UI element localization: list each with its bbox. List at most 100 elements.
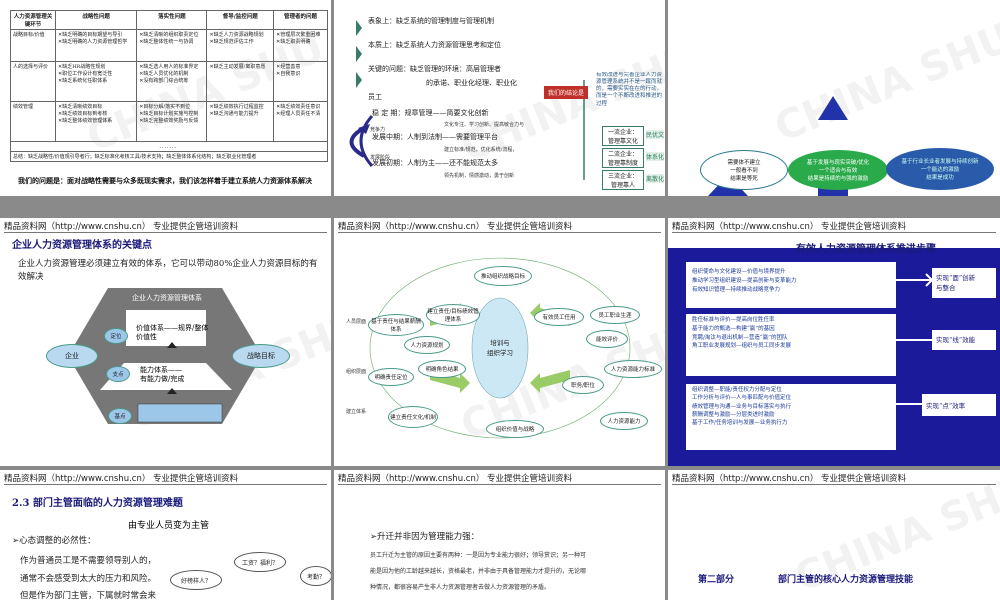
cycle-node: 能效评价 xyxy=(586,330,628,348)
key-text-3: 员工 xyxy=(368,93,382,101)
slide-header: 精品资料网（http://www.cnshu.cn） 专业提供企管培训资料 xyxy=(4,474,239,484)
col-header: 落实性问题 xyxy=(136,10,208,30)
table-cell: 人的选择与评价 xyxy=(10,61,56,102)
cycle-node: 基于责任与结果薪酬体系 xyxy=(368,314,424,336)
cycle-node: 员工职业生涯 xyxy=(590,306,640,324)
stage-box-1: 一流企业： 管理靠文化 xyxy=(602,126,644,146)
slide-subtitle: 由专业人员变为主管 xyxy=(128,521,210,531)
stable-sub: 文化专注、学习创新、提高敏合力与 xyxy=(444,122,525,128)
cycle-node: 人力资源能力标准 xyxy=(604,360,662,378)
base-label: 基点 xyxy=(108,408,132,424)
center-node: 培训与 组织学习 xyxy=(487,339,513,357)
point-heading: ➢升迁并非因为管理能力强： xyxy=(370,532,480,542)
step-block-2: 胜任标准与评价—提高岗位胜任率 基于能力的甄选—构建“赢”的基因 竞聘/淘汰与退… xyxy=(692,317,792,350)
table-cell: ✕缺乏选人用人的标准界定 ✕缺乏人员优化的机制 ✕没有跨部门综合统筹 xyxy=(136,61,208,102)
col-header: 督导/监控问题 xyxy=(206,10,275,30)
cycle-node: 组织价值与战略 xyxy=(486,420,544,438)
ellipse-mid: 基于发展与现实突破/优化 一个适合与有效 结果是持续的与强的激励 xyxy=(788,150,888,190)
cycle-node: 职务/职位 xyxy=(562,376,604,394)
slide-8[interactable]: 精品资料网（http://www.cnshu.cn） 专业提供企管培训资料 ➢升… xyxy=(334,470,665,600)
table-cell: ✕缺乏清晰的组织职责定位 ✕缺乏整体性统一与协调 xyxy=(136,29,208,62)
header-rule xyxy=(4,232,327,233)
slide-6[interactable]: 精品资料网（http://www.cnshu.cn） 专业提供企管培训资料 有效… xyxy=(668,218,1000,466)
slide-header: 精品资料网（http://www.cnshu.cn） 专业提供企管培训资料 xyxy=(4,222,239,232)
table-cell: ✕缺乏主动发展/离职意愿 xyxy=(206,61,275,102)
side-label: 建立体系 xyxy=(346,409,367,415)
growth-stage: 发展中期：人制到法制——需要管理平台 xyxy=(372,133,498,141)
cycle-node: 建立责任/目标绩效管理体系 xyxy=(426,304,480,326)
growth-sub: 建立标准/规范，优化系统/流程， xyxy=(444,147,518,153)
cycle-node: 人力资源规划 xyxy=(404,336,450,354)
stage-tag-3: 离散化 xyxy=(646,174,665,183)
stage-tag-2: 体系化 xyxy=(646,152,665,161)
side-label: 人员层面 xyxy=(346,319,367,325)
table-cell: ✕缺乏HR战略性规划 ✕职位工作设计有宽泛性 ✕缺乏系统化任职体系 xyxy=(54,61,138,102)
key-text: 关键的问题：缺乏管理的环境：高层管理者 xyxy=(368,65,501,73)
col-header: 战略性问题 xyxy=(54,10,138,30)
thought-bubble: 考勤？ xyxy=(300,566,331,586)
company-ellipse: 企业 xyxy=(46,344,98,368)
goal-ellipse: 战略目标 xyxy=(232,344,290,368)
part-title: 部门主管的核心人力资源管理技能 xyxy=(778,575,914,585)
paragraph-line: 能是因为他的工龄越来越长，资格最老，并非由于具备管理能力才提升的，无论哪 xyxy=(370,568,587,575)
header-rule xyxy=(672,484,996,485)
slide-header: 精品资料网（http://www.cnshu.cn） 专业提供企管培训资料 xyxy=(338,474,573,484)
step-block-3: 组织调整—职能/责任权力分配与定位 工作分析与评价—人与事匹配与价值定位 绩效管… xyxy=(692,387,792,426)
part-label: 第二部分 xyxy=(698,575,735,585)
paragraph-line: 作为普通员工是不需要领导别人的， xyxy=(20,556,157,566)
paragraph-line: 通常不会感受到太大的压力和风险。 xyxy=(20,574,157,584)
value-system: 价值体系——规界/整体 价值性 xyxy=(136,324,209,342)
table-cell: ✕目标分解/落实不到位 ✕缺乏目标计划实施与控制 ✕缺乏完整绩效奖励与反馈 xyxy=(136,101,208,142)
bottom-conclusion: 我们的问题是：面对战略性需要与众多既现实需求，我们该怎样着手建立系统人力资源体系… xyxy=(18,176,312,185)
slide-title: 企业人力资源管理体系的关键点 xyxy=(12,240,152,251)
slide-title: 有效人力资源管理体系推进步骤 xyxy=(796,244,936,255)
header-rule xyxy=(338,484,661,485)
red-conclusion-tag: 我们的结论是 xyxy=(544,86,589,99)
table-cell: ✕经营善意 ✕自我意识 xyxy=(273,61,328,102)
table-cell: 战略目标/价值 xyxy=(10,29,56,62)
surface-text: 表象上：缺乏系统的管理制度与管理机制 xyxy=(368,17,494,25)
dev-label: 发展阶段 xyxy=(370,155,391,161)
stage-box-2: 二流企业： 管理靠制度 xyxy=(602,148,644,168)
cycle-node: 推动组织战略目标 xyxy=(474,266,532,286)
slide-header: 精品资料网（http://www.cnshu.cn） 专业提供企管培训资料 xyxy=(338,222,573,232)
table-cell: ✕缺乏绩效责任意识 ✕经理人员责任不清 xyxy=(273,101,328,142)
slide-title: 2.3 部门主管面临的人力资源管理难题 xyxy=(12,498,183,509)
ellipse-left: 需要体不建立 一般看不到 结果是等死 xyxy=(700,150,788,190)
slide-1[interactable]: CHINA SHU 人力资源管理关键环节 战略性问题 落实性问题 督导/监控问题… xyxy=(0,0,331,196)
cycle-node: 明确责任定位 xyxy=(368,368,414,386)
table-cell: ✕缺乏人力资源战略规划 ✕缺乏规范评估工作 xyxy=(206,29,275,62)
result-2: 实现“线”效能 xyxy=(936,336,976,344)
slide-4[interactable]: 精品资料网（http://www.cnshu.cn） 专业提供企管培训资料 CH… xyxy=(0,218,331,466)
hex-title: 企业人力资源管理体系 xyxy=(132,294,202,302)
slide-9[interactable]: 精品资料网（http://www.cnshu.cn） 专业提供企管培训资料 CH… xyxy=(668,470,1000,600)
header-rule xyxy=(672,232,996,233)
slide-2[interactable]: CHINA SHU 表象上：缺乏系统的管理制度与管理机制 本质上：缺乏系统人力资… xyxy=(334,0,665,196)
stable-stage: 稳 定 期：规章管理——简要文化创新 xyxy=(372,109,489,117)
key-text-2: 的承诺、职业化经理、职业化 xyxy=(426,79,517,87)
slide-header: 精品资料网（http://www.cnshu.cn） 专业提供企管培训资料 xyxy=(672,222,907,232)
blue-frame-shapes xyxy=(668,248,1000,466)
problem-table: 人力资源管理关键环节 战略性问题 落实性问题 督导/监控问题 管理者的问题 战略… xyxy=(10,10,328,162)
result-3: 实现“点”效率 xyxy=(926,402,966,410)
cycle-node: 人力资源能力 xyxy=(600,412,648,430)
conclusion-text: 有效改进与完善企业人力资源管理系统并不是一蹴而就的，需要实实在在的行动，而是一个… xyxy=(596,72,662,107)
paragraph-line: 但是作为部门主管，下属就时常会来 xyxy=(20,591,157,600)
cycle-node: 有效员工任用 xyxy=(534,308,584,326)
side-label: 组织层面 xyxy=(346,369,367,375)
dots-row: ．．．．．．． xyxy=(10,141,328,152)
position-label: 定位 xyxy=(104,328,128,344)
thought-bubble: 好榜样人？ xyxy=(170,570,222,590)
slide-5[interactable]: 精品资料网（http://www.cnshu.cn） 专业提供企管培训资料 CH… xyxy=(334,218,665,466)
paragraph-line: 种情况，都很容易产生非人力资源管理者去做人力资源管理的矛盾。 xyxy=(370,584,551,591)
slide-3[interactable]: CHINA SHU 需要体不建立 一般看不到 结果是等死 基于发展与现实突破/优… xyxy=(668,0,1000,196)
stage-tag-1: 民优文 xyxy=(646,130,665,139)
slide-7[interactable]: 精品资料网（http://www.cnshu.cn） 专业提供企管培训资料 2.… xyxy=(0,470,331,600)
slide-header: 精品资料网（http://www.cnshu.cn） 专业提供企管培训资料 xyxy=(672,474,907,484)
thought-bubble: 工资？福利？ xyxy=(234,552,286,572)
essence-text: 本质上：缺乏系统人力资源管理思考和定位 xyxy=(368,41,501,49)
stage-box-3: 三流企业： 管理靠人 xyxy=(602,170,644,190)
table-cell: 绩效管理 xyxy=(10,101,56,142)
col-header: 人力资源管理关键环节 xyxy=(10,10,56,30)
cycle-node: 明确角色结果 xyxy=(418,360,466,378)
